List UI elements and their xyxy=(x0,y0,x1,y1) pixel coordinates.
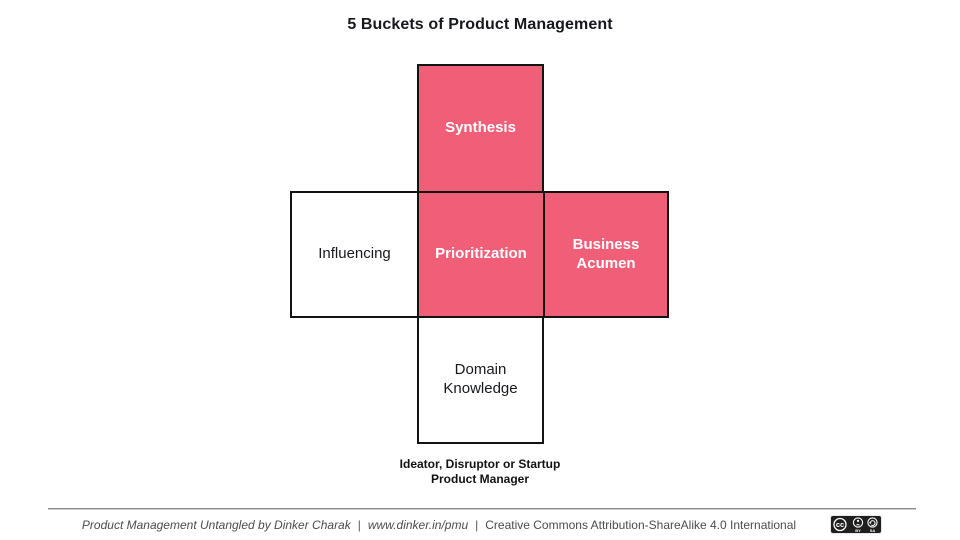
svg-text:SA: SA xyxy=(870,528,876,533)
bucket-synthesis-label: Synthesis xyxy=(445,119,516,137)
sa-icon: SA xyxy=(867,517,878,533)
caption-line-2: Product Manager xyxy=(430,472,529,486)
svg-text:cc: cc xyxy=(836,520,844,529)
bucket-domain-knowledge: Domain Knowledge xyxy=(417,316,544,444)
bucket-prioritization: Prioritization xyxy=(417,191,545,318)
footer: Product Management Untangled by Dinker C… xyxy=(48,508,916,534)
bucket-influencing-label: Influencing xyxy=(318,245,391,263)
bucket-prioritization-label: Prioritization xyxy=(435,245,527,263)
footer-credit-line: Product Management Untangled by Dinker C… xyxy=(82,518,796,532)
diagram-caption: Ideator, Disruptor or Startup Product Ma… xyxy=(330,457,630,487)
cc-icon: cc xyxy=(833,517,847,532)
svg-text:BY: BY xyxy=(855,528,861,533)
bucket-synthesis: Synthesis xyxy=(417,64,544,193)
footer-content: Product Management Untangled by Dinker C… xyxy=(48,515,916,534)
footer-separator: | xyxy=(357,517,361,532)
book-credit: Product Management Untangled by Dinker C… xyxy=(81,517,351,532)
license-text: Creative Commons Attribution-ShareAlike … xyxy=(485,517,797,532)
by-icon: BY xyxy=(852,517,864,533)
footer-url: www.dinker.in/pmu xyxy=(367,517,469,532)
footer-separator: | xyxy=(475,517,479,532)
footer-divider xyxy=(48,508,916,510)
bucket-domain-knowledge-label: Domain Knowledge xyxy=(443,361,518,397)
caption-line-1: Ideator, Disruptor or Startup xyxy=(399,457,561,471)
bucket-influencing: Influencing xyxy=(290,191,419,318)
cc-by-sa-badge: cc BY SA xyxy=(830,515,883,534)
bucket-business-acumen-label: Business Acumen xyxy=(572,235,640,272)
bucket-business-acumen: Business Acumen xyxy=(543,191,669,318)
page-title: 5 Buckets of Product Management xyxy=(347,16,613,33)
